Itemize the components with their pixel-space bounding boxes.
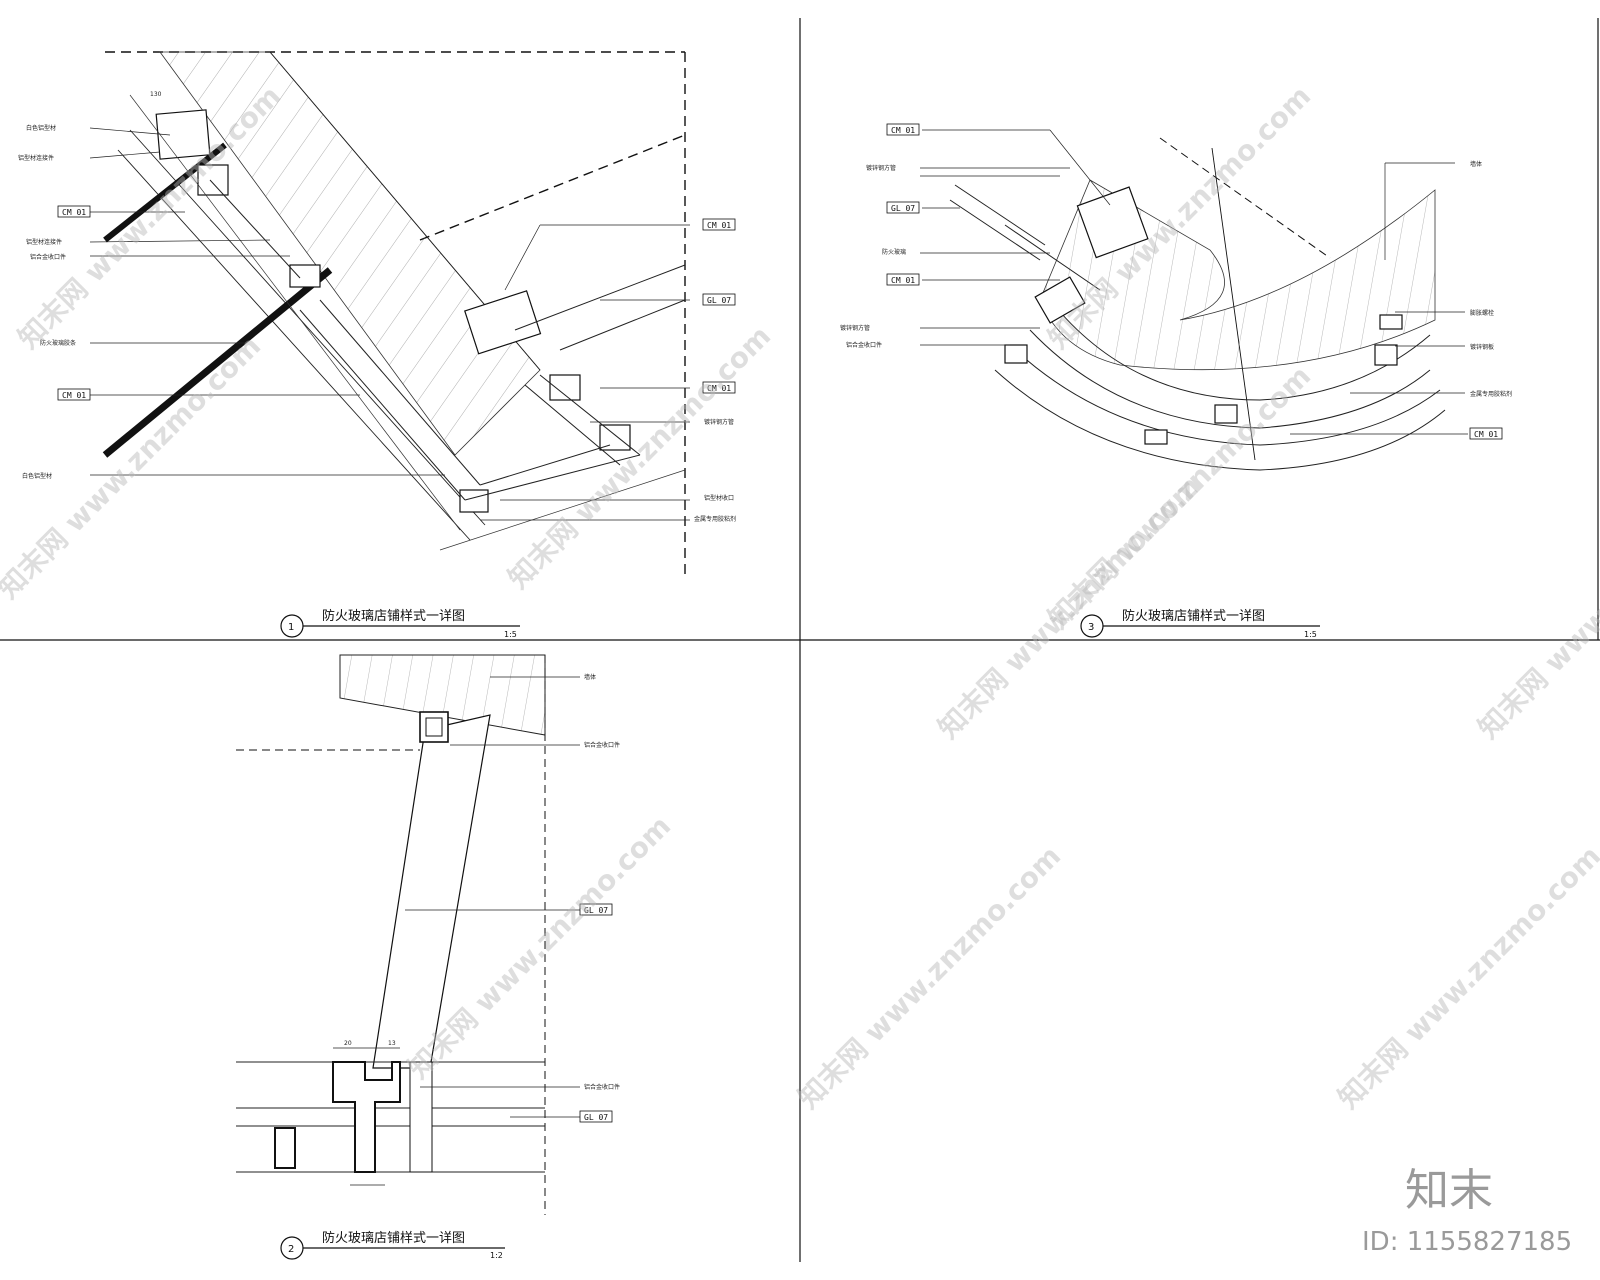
watermark-2: 知末网 www.znzmo.com (0, 329, 267, 605)
detail-3-caption: 防火玻璃店铺样式一详图 (1122, 608, 1265, 624)
detail-3-drawing: 镀锌钢方管 防火玻璃 镀锌钢方管 铝合金收口件 膨胀螺栓 镀锌钢板 金属专用胶粘… (840, 123, 1512, 471)
svg-text:墙体: 墙体 (584, 673, 596, 681)
brand-logo: 知末 (1405, 1165, 1493, 1216)
detail-3-number: 3 (1088, 622, 1094, 633)
svg-text:铝型材连接件: 铝型材连接件 (18, 154, 54, 162)
tag-gl-2a: GL 07 (584, 906, 608, 915)
tag-gl-2b: GL 07 (584, 1113, 608, 1122)
svg-text:墙体: 墙体 (1470, 160, 1482, 168)
tag-cm-1b: CM 01 (62, 391, 86, 400)
tag-gl-3a: GL 07 (891, 204, 915, 213)
svg-text:铝型材连接件: 铝型材连接件 (26, 238, 62, 246)
tag-cm-3a: CM 01 (891, 126, 915, 135)
tag-cm-1a: CM 01 (62, 208, 86, 217)
svg-text:130: 130 (150, 91, 162, 98)
svg-text:白色铝型材: 白色铝型材 (26, 124, 56, 132)
tag-cm-1d: CM 01 (707, 384, 731, 393)
detail-1-drawing: 白色铝型材 铝型材连接件 铝型材连接件 铝合金收口件 防火玻璃胶条 白色铝型材 … (18, 51, 736, 575)
detail-1-scale: 1:5 (504, 630, 517, 639)
detail-1-title: 1 防火玻璃店铺样式一详图 1:5 (280, 608, 520, 639)
detail-1-number: 1 (288, 622, 294, 633)
dim-20: 20 (344, 1040, 352, 1047)
svg-text:镀锌钢方管: 镀锌钢方管 (704, 418, 734, 426)
image-id: ID: 1155827185 (1362, 1227, 1572, 1257)
svg-text:防火玻璃: 防火玻璃 (882, 248, 906, 256)
svg-text:铝合金收口件: 铝合金收口件 (584, 1083, 620, 1091)
detail-3-title: 3 防火玻璃店铺样式一详图 1:5 (1080, 608, 1320, 639)
svg-text:铝型材收口: 铝型材收口 (704, 494, 734, 502)
detail-1-caption: 防火玻璃店铺样式一详图 (322, 608, 465, 624)
watermark-8: 知末网 www.znzmo.com (792, 839, 1068, 1115)
detail-2-caption: 防火玻璃店铺样式一详图 (322, 1230, 465, 1246)
sheet-frame (0, 18, 1600, 1262)
dim-13: 13 (388, 1040, 396, 1047)
tag-cm-1c: CM 01 (707, 221, 731, 230)
svg-text:铝合金收口件: 铝合金收口件 (846, 341, 882, 349)
tag-gl-1a: GL 07 (707, 296, 731, 305)
detail-2-title: 2 防火玻璃店铺样式一详图 1:2 (280, 1230, 505, 1260)
svg-text:金属专用胶粘剂: 金属专用胶粘剂 (694, 515, 736, 523)
watermark-10: 知末网 www.znzmo.com (1472, 469, 1600, 745)
svg-text:金属专用胶粘剂: 金属专用胶粘剂 (1470, 390, 1512, 398)
svg-text:镀锌钢方管: 镀锌钢方管 (866, 164, 896, 172)
svg-text:镀锌钢方管: 镀锌钢方管 (840, 324, 870, 332)
detail-3-scale: 1:5 (1304, 630, 1317, 639)
brand-mark: 知末 ID: 1155827185 (1362, 1165, 1572, 1257)
watermark-6: 知末网 www.znzmo.com (932, 469, 1208, 745)
watermark-9: 知末网 www.znzmo.com (1332, 839, 1600, 1115)
watermark-3: 知末网 www.znzmo.com (502, 319, 778, 595)
svg-text:膨胀螺栓: 膨胀螺栓 (1470, 309, 1494, 317)
svg-text:铝合金收口件: 铝合金收口件 (584, 741, 620, 749)
tag-cm-3b: CM 01 (891, 276, 915, 285)
tag-cm-3c: CM 01 (1474, 430, 1498, 439)
detail-2-scale: 1:2 (490, 1251, 503, 1260)
svg-text:白色铝型材: 白色铝型材 (22, 472, 52, 480)
detail-2-number: 2 (288, 1244, 294, 1255)
svg-text:防火玻璃胶条: 防火玻璃胶条 (40, 339, 76, 347)
svg-text:铝合金收口件: 铝合金收口件 (30, 253, 66, 261)
svg-text:镀锌钢板: 镀锌钢板 (1470, 343, 1494, 351)
detail-2-drawing: 20 13 墙体 铝合金收口件 铝合金收口件 GL 07 GL 07 (236, 654, 620, 1215)
